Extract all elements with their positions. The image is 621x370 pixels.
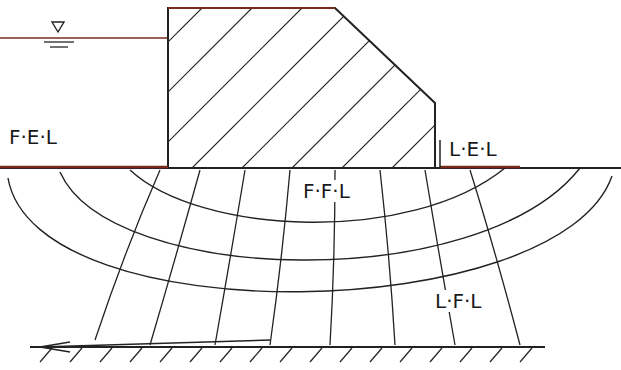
ground-line bbox=[0, 167, 621, 169]
water-symbol bbox=[52, 22, 64, 32]
level-label: F·F·L bbox=[300, 180, 353, 202]
impervious-base bbox=[30, 346, 545, 348]
level-label: F·E·L bbox=[6, 126, 60, 148]
level-label: L·E·L bbox=[446, 138, 500, 160]
dam-outline bbox=[168, 8, 435, 168]
water-surface bbox=[0, 37, 168, 39]
flow-lines bbox=[8, 168, 612, 352]
dam-hatching bbox=[150, 0, 610, 190]
level-label: L·F·L bbox=[432, 290, 485, 312]
base-hatching bbox=[40, 348, 532, 362]
equipotential-lines bbox=[95, 170, 520, 345]
